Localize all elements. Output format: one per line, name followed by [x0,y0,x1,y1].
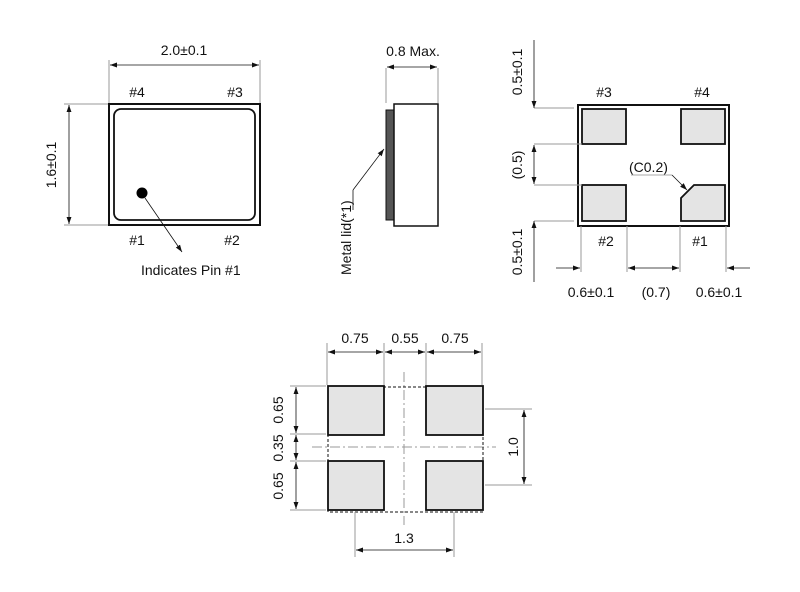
top-view: 2.0±0.1 1.6±0.1 #4 #3 #1 #2 Indicates Pi… [43,42,261,278]
pin-label: #2 [598,233,614,249]
leader-arrow [671,174,688,191]
pin-label: #3 [596,84,612,100]
leader-arrow [352,148,385,191]
dimension-label: 1.0 [505,437,521,457]
package-outline-dashed [327,386,484,513]
dimension-label: 0.75 [341,330,368,346]
dimension-label: 0.5±0.1 [509,48,525,95]
pad-4 [680,108,726,145]
width-dimension-label: 2.0±0.1 [161,42,208,58]
pin-label: #4 [694,84,710,100]
package-side-body [393,103,439,227]
lid-outline [113,108,256,221]
land-pad [327,460,385,511]
dimension-label: 0.75 [441,330,468,346]
dimension-label: 0.65 [270,396,286,423]
land-pad [425,460,484,511]
dimension-label: 0.65 [270,472,286,499]
bottom-view: #3 #4 #2 #1 (C0.2) 0.5±0.1 (0.5) 0.5±0.1… [509,40,750,300]
side-view: 0.8 Max. Metal lid(*1) [338,43,440,275]
dimension-label: 0.5±0.1 [509,228,525,275]
dimension-label: 0.6±0.1 [696,284,743,300]
dimension-label: 0.35 [270,434,286,461]
leader-arrow [144,197,183,253]
land-pad [327,385,385,436]
pin-label: #1 [692,233,708,249]
pin-label: #3 [227,84,243,100]
package-outline [108,103,261,226]
dimension-label: (0.5) [509,151,525,180]
pin1-indicator-dot [136,187,148,199]
pad-3 [581,108,627,145]
land-pad [425,385,484,436]
thickness-dimension-label: 0.8 Max. [386,43,440,59]
dimension-label: 1.3 [394,530,414,546]
pin1-note: Indicates Pin #1 [141,262,241,278]
lid-note: Metal lid(*1) [338,200,354,275]
dimension-label: (0.7) [642,284,671,300]
pin-label: #1 [129,232,145,248]
chamfer-note: (C0.2) [629,159,668,175]
dimension-label: 0.6±0.1 [568,284,615,300]
pad-1-chamfered [680,184,726,222]
dimension-label: 0.55 [391,330,418,346]
height-dimension-label: 1.6±0.1 [43,141,59,188]
pin-label: #4 [129,84,145,100]
pad-2 [581,184,627,222]
pin-label: #2 [224,232,240,248]
metal-lid [385,109,395,221]
land-pattern: 0.75 0.55 0.75 0.65 0.35 0.65 1.0 1.3 [270,330,532,557]
